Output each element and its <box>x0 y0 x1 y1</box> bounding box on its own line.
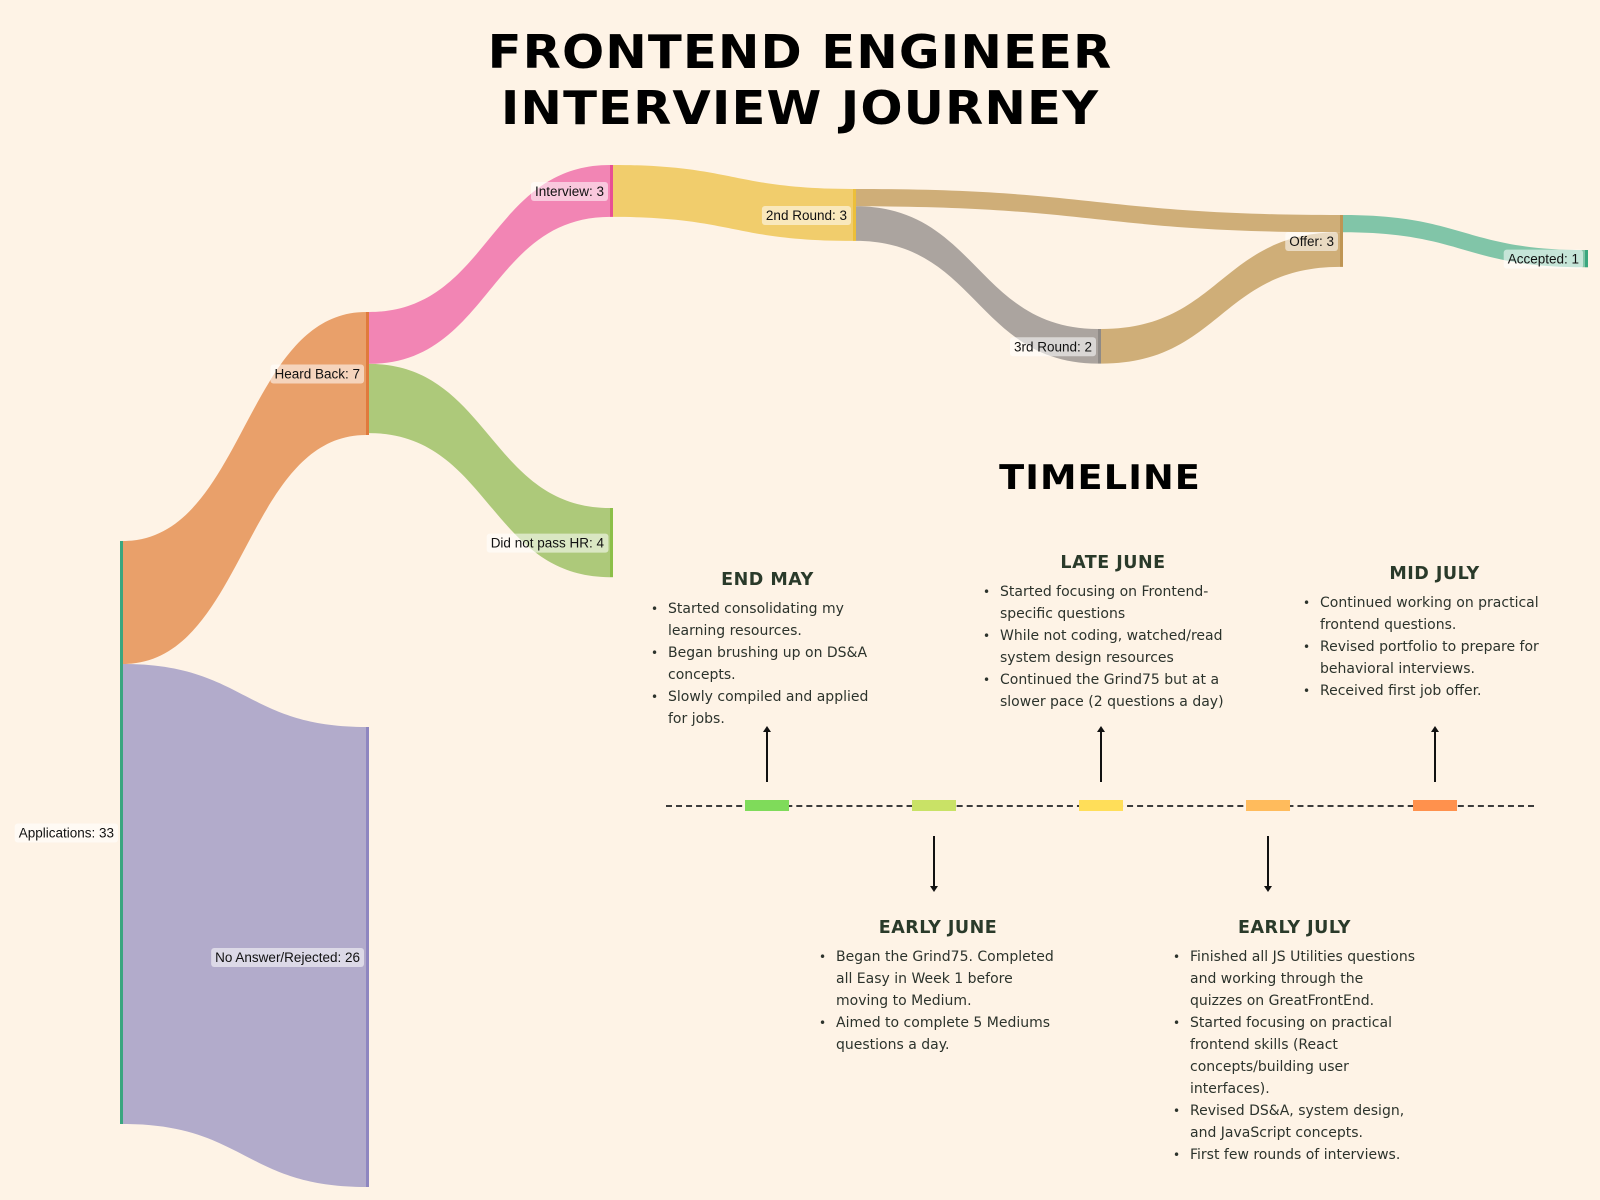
event-period: LATE JUNE <box>1060 553 1166 573</box>
sankey-label-interview: Interview: 3 <box>530 181 608 201</box>
event-item: Continued the Grind75 but at a slower pa… <box>983 669 1244 713</box>
event-item: Slowly compiled and applied for jobs. <box>651 686 885 730</box>
sankey-node-heard-back <box>366 312 369 435</box>
node-label-background <box>530 181 608 201</box>
sankey-label-third-round: 3rd Round: 2 <box>1009 337 1096 357</box>
node-label-background <box>270 364 364 384</box>
node-label-text: Did not pass HR: 4 <box>491 536 605 551</box>
sankey-node-applications <box>120 541 123 1124</box>
event-item: While not coding, watched/read system de… <box>983 625 1244 669</box>
event-period: EARLY JUNE <box>878 918 998 938</box>
timeline-event-end-may: END MAY Started consolidating my learnin… <box>650 570 885 730</box>
sankey-node-offer <box>1340 215 1343 267</box>
event-item: Continued working on practical frontend … <box>1303 592 1567 636</box>
node-label-background <box>1009 337 1096 357</box>
arrow-up-icon <box>763 726 771 782</box>
node-label-background <box>1503 249 1583 269</box>
sankey-label-no-answer: No Answer/Rejected: 26 <box>211 948 364 967</box>
event-items: Started consolidating my learning resour… <box>650 598 885 730</box>
sankey-label-heard-back: Heard Back: 7 <box>270 364 364 384</box>
sankey-labels: Applications: 33 Heard Back: 7 No Answer/R… <box>14 181 1583 967</box>
event-item: First few rounds of interviews. <box>1173 1144 1417 1166</box>
event-item: Revised DS&A, system design, and JavaScr… <box>1173 1100 1417 1144</box>
node-label-background <box>211 948 364 967</box>
timeline-event-early-june: EARLY JUNE Began the Grind75. Completed … <box>818 918 1058 1056</box>
event-items: Continued working on practical frontend … <box>1302 592 1567 702</box>
event-item: Revised portfolio to prepare for behavio… <box>1303 636 1567 680</box>
event-item: Started focusing on Frontend-specific qu… <box>983 581 1244 625</box>
node-label-background <box>486 533 609 553</box>
sankey-node-did-not-pass-hr <box>610 508 613 578</box>
node-label-text: No Answer/Rejected: 26 <box>215 950 360 965</box>
event-item: Started consolidating my learning resour… <box>651 598 885 642</box>
timeline-marker-early-june <box>912 800 956 811</box>
node-label-text: 2nd Round: 3 <box>766 208 847 223</box>
arrow-down-icon <box>930 836 938 892</box>
sankey-link-applications-to-heard-back <box>123 312 366 664</box>
event-item: Received first job offer. <box>1303 680 1567 702</box>
node-label-text: Accepted: 1 <box>1508 252 1579 267</box>
sankey-links <box>123 165 1585 1187</box>
timeline-event-early-july: EARLY JULY Finished all JS Utilities que… <box>1172 918 1417 1166</box>
timeline-marker-late-june <box>1079 800 1123 811</box>
arrow-up-icon <box>1097 726 1105 782</box>
sankey-label-accepted: Accepted: 1 <box>1503 249 1583 269</box>
sankey-label-applications: Applications: 33 <box>14 823 118 843</box>
node-label-text: Interview: 3 <box>535 184 604 199</box>
event-period: EARLY JULY <box>1238 918 1351 938</box>
event-item: Started focusing on practical frontend s… <box>1173 1012 1417 1100</box>
sankey-label-did-not-pass-hr: Did not pass HR: 4 <box>486 533 609 553</box>
sankey-link-applications-to-no-answer <box>123 664 366 1187</box>
timeline-event-mid-july: MID JULY Continued working on practical … <box>1302 564 1567 702</box>
timeline-marker-early-july <box>1246 800 1290 811</box>
event-items: Began the Grind75. Completed all Easy in… <box>818 946 1058 1056</box>
node-label-text: Heard Back: 7 <box>274 367 360 382</box>
timeline-event-late-june: LATE JUNE Started focusing on Frontend-s… <box>982 553 1244 713</box>
sankey-node-no-answer <box>366 727 369 1187</box>
arrow-down-icon <box>1264 836 1272 892</box>
timeline-title: TIMELINE <box>999 458 1201 498</box>
sankey-node-accepted <box>1585 250 1588 268</box>
event-items: Finished all JS Utilities questions and … <box>1172 946 1417 1166</box>
node-label-text: Applications: 33 <box>19 826 114 841</box>
sankey-label-second-round: 2nd Round: 3 <box>761 205 851 225</box>
title-line-2: INTERVIEW JOURNEY <box>500 81 1100 135</box>
page-title: FRONTEND ENGINEER INTERVIEW JOURNEY <box>0 24 1600 136</box>
sankey-link-second-round-to-third-round <box>856 206 1098 364</box>
sankey-label-offer: Offer: 3 <box>1285 231 1338 251</box>
sankey-node-third-round <box>1098 329 1101 364</box>
sankey-nodes <box>120 165 1588 1187</box>
event-period: MID JULY <box>1389 564 1480 584</box>
sankey-link-third-round-to-offer <box>1101 232 1340 364</box>
sankey-link-heard-back-to-interview <box>369 165 610 364</box>
node-label-text: Offer: 3 <box>1289 234 1334 249</box>
sankey-node-interview <box>610 165 613 217</box>
timeline-marker-end-may <box>745 800 789 811</box>
sankey-link-heard-back-to-did-not-pass-hr <box>369 363 610 578</box>
event-period: END MAY <box>721 570 814 590</box>
node-label-background <box>761 205 851 225</box>
arrow-up-icon <box>1431 726 1439 782</box>
event-items: Started focusing on Frontend-specific qu… <box>982 581 1244 713</box>
event-item: Began brushing up on DS&A concepts. <box>651 642 885 686</box>
timeline-marker-mid-july <box>1413 800 1457 811</box>
event-item: Began the Grind75. Completed all Easy in… <box>819 946 1058 1012</box>
node-label-text: 3rd Round: 2 <box>1014 339 1092 354</box>
node-label-background <box>1285 231 1338 251</box>
node-label-background <box>14 823 118 843</box>
event-item: Aimed to complete 5 Mediums questions a … <box>819 1012 1058 1056</box>
sankey-node-second-round <box>853 189 856 241</box>
event-item: Finished all JS Utilities questions and … <box>1173 946 1417 1012</box>
title-line-1: FRONTEND ENGINEER <box>487 25 1113 79</box>
sankey-link-second-round-to-offer <box>856 189 1340 233</box>
sankey-link-interview-to-second-round <box>613 165 853 241</box>
